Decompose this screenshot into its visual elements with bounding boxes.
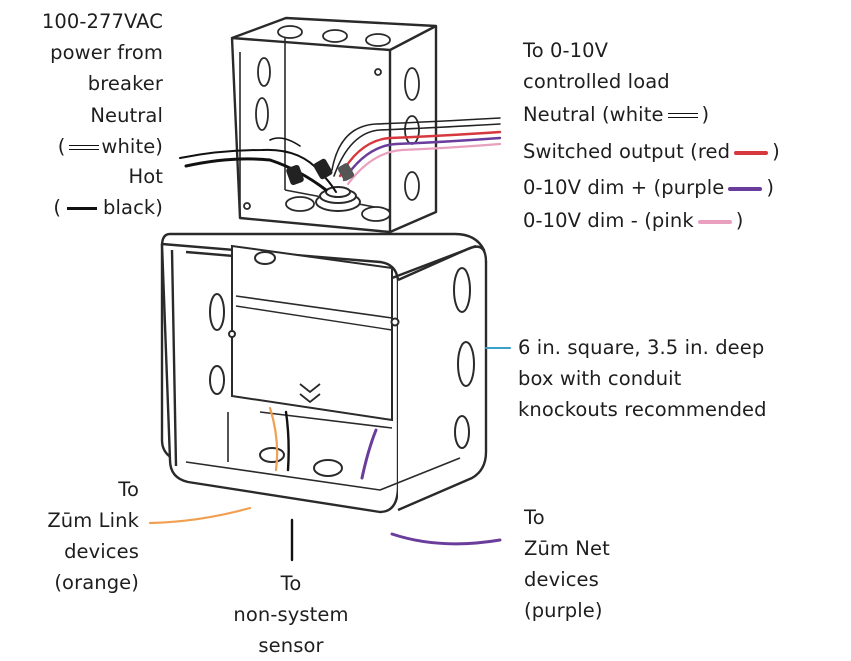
wire-zum-link-orange [148,406,279,525]
label-neutral: Neutral (white) [57,104,163,158]
label-zum-net: To Zūm Net devices (purple) [524,506,610,622]
wire-incoming-black [184,157,328,192]
label-dim-minus: 0-10V dim - (pink) [523,209,744,232]
box-knockouts [209,251,475,477]
pink-wire-swatch [697,219,732,224]
wire-sensor-black [284,410,294,562]
mud-ring [231,244,393,422]
small-box-knockouts [243,25,420,222]
red-wire-swatch [734,150,769,155]
black-wire-swatch [67,207,98,210]
label-sensor: To non-system sensor [233,572,349,657]
white-wire-swatch [667,113,698,118]
label-load: To 0-10V controlled load [523,39,670,93]
label-hot: Hot (black) [53,165,163,219]
wire-dim-purple [342,136,502,182]
label-zum-link: To Zūm Link devices (orange) [47,478,139,594]
wires [148,117,511,562]
label-power: 100-277VAC power from breaker [41,10,163,95]
wire-zum-net-purple [360,428,502,546]
white-wire-swatch [69,145,100,150]
wire-incoming-white [179,148,337,193]
label-neutral-out: Neutral (white) [523,103,710,126]
wire-neutral-out [331,117,501,171]
purple-wire-swatch [728,186,763,191]
label-box: 6 in. square, 3.5 in. deep box with cond… [518,336,767,421]
conduit-connector [315,186,361,212]
wire-dim-pink [346,142,502,186]
label-switched: Switched output (red) [523,140,780,163]
label-dim-plus: 0-10V dim + (purple) [523,176,775,199]
wire-switched-red [338,130,502,178]
